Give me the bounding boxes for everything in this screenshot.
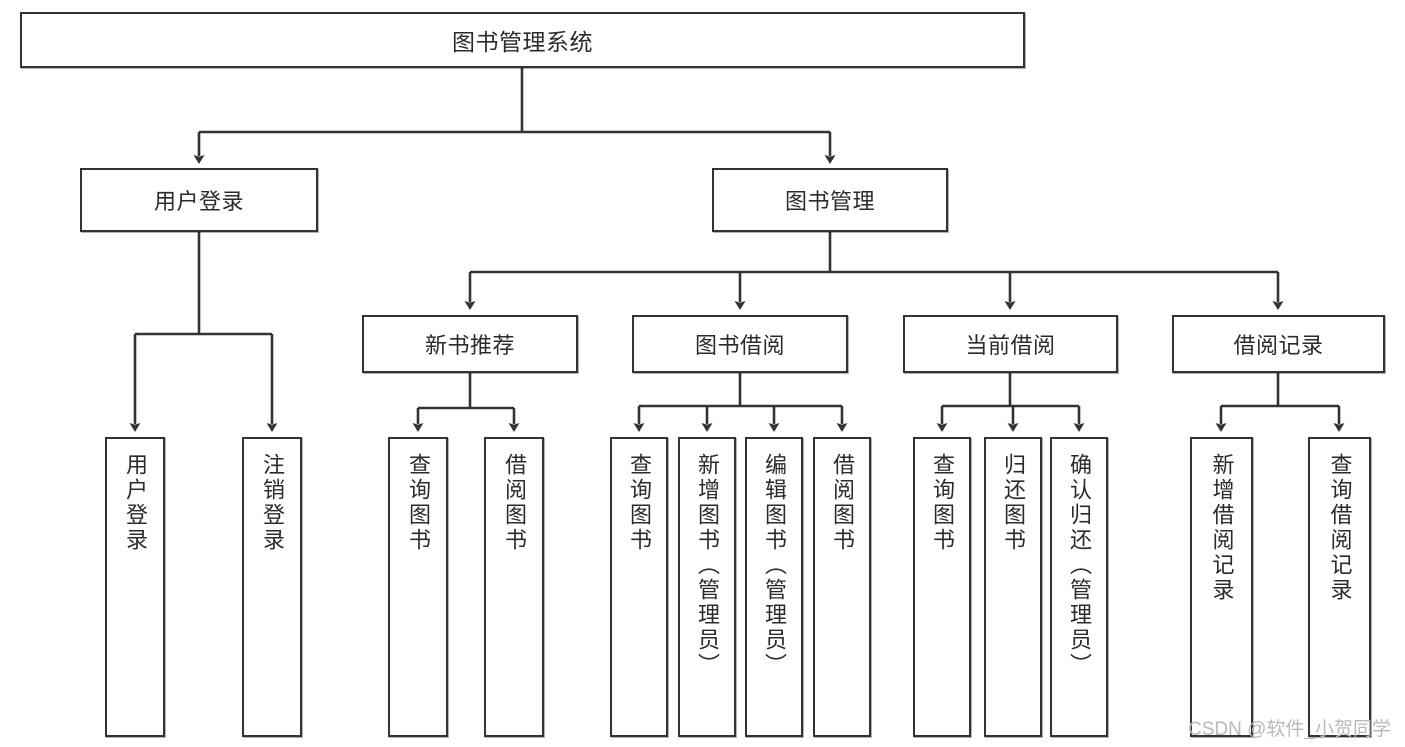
node-label: 注销登录 — [260, 453, 285, 553]
leaf-query-borrow-record[interactable]: 查询借阅记录 — [1308, 437, 1371, 737]
leaf-borrow-book-2[interactable]: 借阅图书 — [813, 437, 871, 737]
leaf-query-book-1[interactable]: 查询图书 — [388, 437, 448, 737]
node-label: 当前借阅 — [965, 333, 1056, 358]
node-label: 借阅图书 — [830, 453, 855, 553]
node-new-book-recommendation[interactable]: 新书推荐 — [362, 315, 578, 373]
node-label: 用户登录 — [153, 189, 244, 214]
node-user-login[interactable]: 用户登录 — [80, 168, 318, 232]
csdn-watermark: CSDN @软件_小贺同学 — [1188, 719, 1391, 740]
leaf-add-borrow-record[interactable]: 新增借阅记录 — [1190, 437, 1253, 737]
leaf-logout[interactable]: 注销登录 — [242, 437, 302, 737]
node-label: 查询图书 — [627, 453, 652, 553]
leaf-edit-book-admin[interactable]: 编辑图书（管理员） — [745, 437, 803, 737]
leaf-return-book[interactable]: 归还图书 — [984, 437, 1042, 737]
node-label: 新书推荐 — [424, 333, 515, 358]
node-label: 图书管理 — [784, 189, 875, 214]
node-label: 用户登录 — [123, 453, 148, 553]
node-book-borrowing[interactable]: 图书借阅 — [632, 315, 848, 373]
node-label: 图书管理系统 — [452, 29, 593, 55]
node-label: 借阅记录 — [1233, 333, 1324, 358]
node-label: 图书借阅 — [694, 333, 785, 358]
leaf-query-book-3[interactable]: 查询图书 — [913, 437, 971, 737]
node-label: 查询借阅记录 — [1327, 453, 1353, 603]
node-root-system[interactable]: 图书管理系统 — [20, 12, 1025, 68]
node-label: 新增图书（管理员） — [695, 453, 720, 678]
node-label: 查询图书 — [930, 453, 955, 553]
leaf-user-login[interactable]: 用户登录 — [105, 437, 165, 737]
node-current-borrowing[interactable]: 当前借阅 — [903, 315, 1118, 373]
node-label: 编辑图书（管理员） — [762, 453, 787, 678]
node-book-management[interactable]: 图书管理 — [712, 168, 948, 232]
node-label: 查询图书 — [406, 453, 431, 553]
leaf-add-book-admin[interactable]: 新增图书（管理员） — [678, 437, 736, 737]
node-label: 确认归还（管理员） — [1067, 453, 1092, 678]
node-borrow-records[interactable]: 借阅记录 — [1172, 315, 1385, 373]
leaf-query-book-2[interactable]: 查询图书 — [610, 437, 668, 737]
leaf-borrow-book-1[interactable]: 借阅图书 — [484, 437, 544, 737]
node-label: 归还图书 — [1001, 453, 1026, 553]
node-label: 借阅图书 — [502, 453, 527, 553]
node-label: 新增借阅记录 — [1209, 453, 1235, 603]
leaf-confirm-return-admin[interactable]: 确认归还（管理员） — [1050, 437, 1108, 737]
